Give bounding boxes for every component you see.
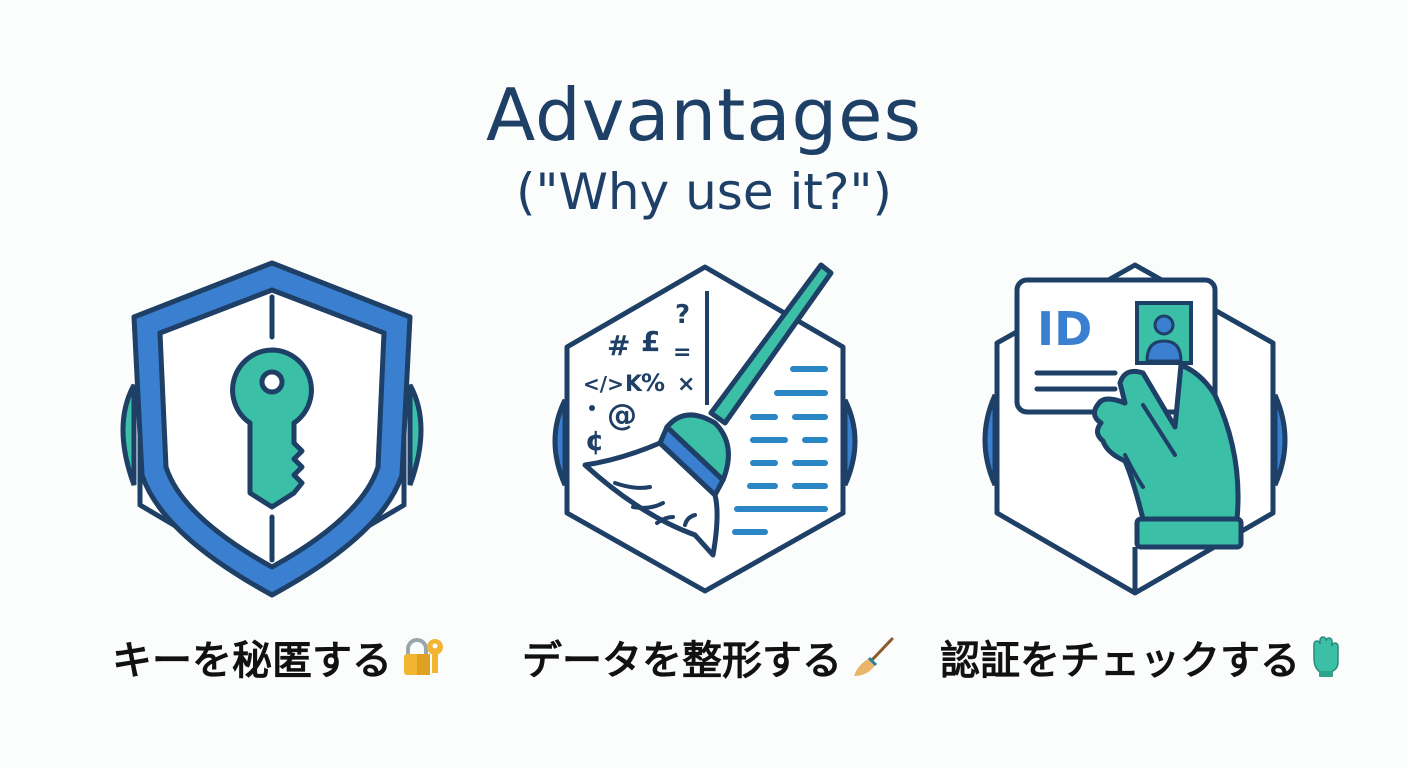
gloves-icon: [1308, 635, 1344, 691]
page-subtitle: ("Why use it?"): [515, 163, 893, 221]
svg-text:K: K: [625, 372, 643, 397]
svg-text:¢: ¢: [585, 424, 604, 457]
broom-icon: [850, 636, 896, 691]
caption-format-data: データを整形する: [522, 635, 896, 691]
svg-text:#: #: [607, 329, 630, 362]
caption-check-auth: 認証をチェックする: [940, 635, 1344, 691]
shield-key-icon: [120, 260, 424, 598]
card-hide-key: [112, 255, 432, 604]
card-check-auth: ID: [975, 255, 1295, 604]
symbol-question: ?: [675, 300, 690, 330]
caption-text: 認証をチェックする: [940, 638, 1300, 684]
svg-text:£: £: [641, 325, 660, 358]
caption-text: データを整形する: [522, 638, 842, 684]
locked-with-key-icon: [400, 637, 446, 690]
page-title: Advantages: [486, 73, 922, 157]
svg-text:%: %: [641, 369, 665, 397]
card-format-data: ? # £ = </> K % × @ ¢: [545, 255, 865, 604]
id-card-hand-icon: ID: [982, 262, 1288, 596]
svg-text:@: @: [607, 398, 637, 433]
id-card-label: ID: [1037, 302, 1092, 356]
svg-text:×: ×: [677, 372, 695, 397]
broom-data-cleanup-icon: ? # £ = </> K % × @ ¢: [552, 262, 858, 594]
svg-text:=: =: [673, 340, 691, 365]
svg-text:</>: </>: [583, 372, 624, 396]
caption-text: キーを秘匿する: [112, 638, 392, 684]
caption-hide-key: キーを秘匿する: [112, 635, 446, 690]
